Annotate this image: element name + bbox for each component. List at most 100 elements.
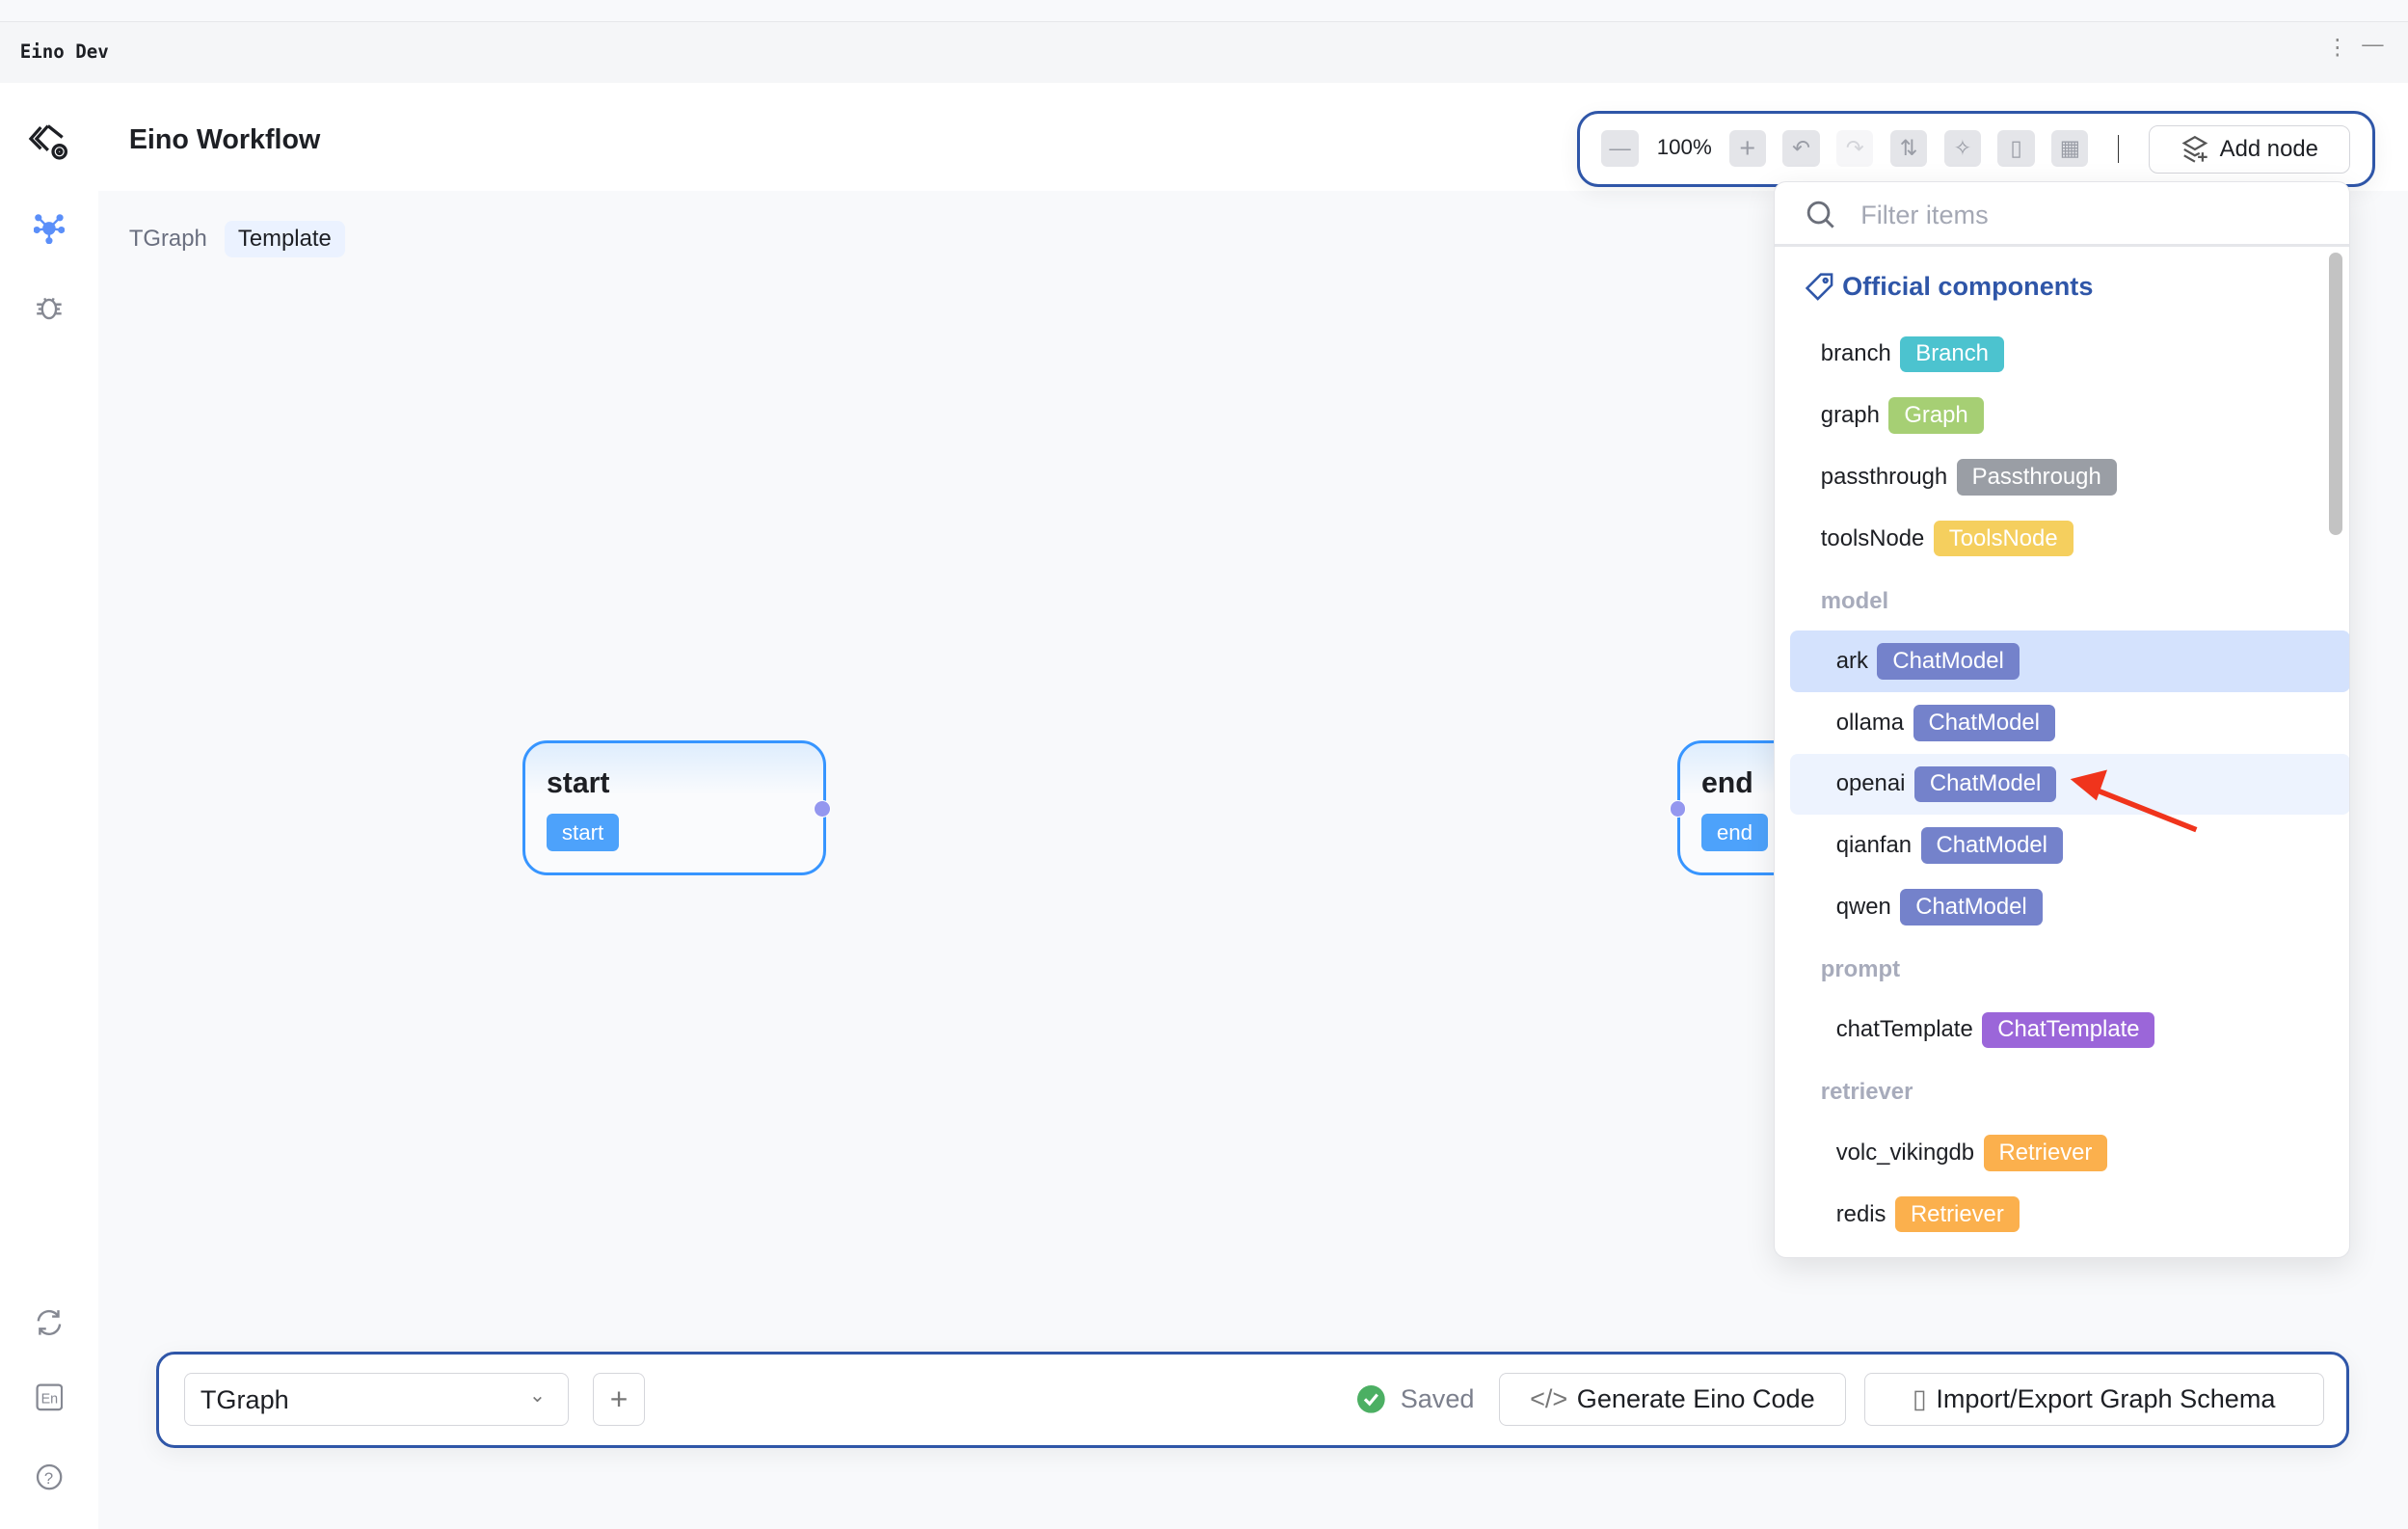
debug-bug-icon[interactable] xyxy=(28,285,71,329)
check-circle-icon xyxy=(1357,1384,1385,1413)
component-type-badge: Retriever xyxy=(1895,1195,2020,1233)
filter-input[interactable]: Filter items xyxy=(1775,182,2349,247)
layout-vertical-icon[interactable]: ⇅ xyxy=(1889,130,1928,168)
node-tag: start xyxy=(546,814,620,851)
component-item-ark[interactable]: ark ChatModel xyxy=(1789,630,2349,692)
save-status-text: Saved xyxy=(1400,1383,1475,1414)
search-icon xyxy=(1806,201,1834,228)
component-name: toolsNode xyxy=(1820,524,1925,551)
component-name: chatTemplate xyxy=(1835,1016,1973,1043)
section-official-components: Official components xyxy=(1805,271,2094,302)
component-type-badge: ChatTemplate xyxy=(1982,1011,2155,1049)
scrollbar[interactable] xyxy=(2329,253,2343,536)
component-item-volc_vikingdb[interactable]: volc_vikingdb Retriever xyxy=(1790,1122,2349,1184)
tag-icon xyxy=(1805,273,1833,301)
generate-code-label: Generate Eino Code xyxy=(1576,1383,1815,1414)
sync-icon[interactable] xyxy=(28,1301,71,1344)
canvas-toolbar: — 100% + ↶ ↷ ⇅ ✧ ▯ ▦ Add node xyxy=(1577,110,2376,187)
minimize-icon[interactable]: — xyxy=(2362,31,2384,56)
file-icon: ▯ xyxy=(1912,1383,1927,1414)
component-item-redis[interactable]: redis Retriever xyxy=(1790,1184,2349,1246)
component-item-ollama[interactable]: ollama ChatModel xyxy=(1790,692,2349,754)
component-item-chatTemplate[interactable]: chatTemplate ChatTemplate xyxy=(1790,1000,2349,1061)
component-type-badge: ChatModel xyxy=(1877,643,2020,680)
import-export-button[interactable]: ▯ Import/Export Graph Schema xyxy=(1863,1373,2324,1426)
breadcrumb-graph[interactable]: TGraph xyxy=(128,226,207,253)
component-type-badge: Graph xyxy=(1888,397,1984,434)
component-type-badge: ChatModel xyxy=(1913,765,2057,803)
component-item-passthrough[interactable]: passthrough Passthrough xyxy=(1790,446,2336,508)
graph-select[interactable]: TGraph ⌄ xyxy=(183,1373,569,1426)
magic-wand-icon[interactable]: ✧ xyxy=(1943,130,1981,168)
output-port[interactable] xyxy=(814,799,832,818)
component-item-graph[interactable]: graph Graph xyxy=(1790,385,2336,446)
undo-button[interactable]: ↶ xyxy=(1782,130,1820,168)
minimap-icon[interactable]: ▦ xyxy=(2051,130,2089,168)
layers-add-icon xyxy=(2181,136,2208,164)
component-name: branch xyxy=(1820,340,1891,367)
node-title: start xyxy=(546,767,610,800)
sidebar: En ? xyxy=(0,83,98,1529)
more-icon[interactable]: ⋮ xyxy=(2326,35,2348,60)
component-type-badge: ChatModel xyxy=(1920,827,2063,864)
zoom-out-button[interactable]: — xyxy=(1601,130,1639,168)
node-start[interactable]: start start xyxy=(522,739,832,875)
window-titlebar: Eino Dev ⋮ — xyxy=(0,21,2408,85)
import-export-label: Import/Export Graph Schema xyxy=(1936,1383,2276,1414)
code-icon: </> xyxy=(1530,1383,1568,1414)
component-name: qianfan xyxy=(1835,832,1913,859)
svg-text:En: En xyxy=(40,1392,58,1408)
filter-placeholder: Filter items xyxy=(1860,199,1989,229)
language-en-icon[interactable]: En xyxy=(28,1376,71,1419)
zoom-in-button[interactable]: + xyxy=(1728,130,1766,168)
component-type-badge: ChatModel xyxy=(1900,889,2043,925)
page-title: Eino Workflow xyxy=(128,124,321,156)
component-item-toolsNode[interactable]: toolsNode ToolsNode xyxy=(1790,508,2336,570)
component-type-badge: ToolsNode xyxy=(1933,520,2074,557)
generate-code-button[interactable]: </> Generate Eino Code xyxy=(1498,1373,1847,1426)
chevron-down-icon: ⌄ xyxy=(528,1383,547,1407)
component-type-badge: Branch xyxy=(1900,335,2004,373)
zoom-level: 100% xyxy=(1656,135,1712,159)
window-title: Eino Dev xyxy=(19,40,109,64)
input-port[interactable] xyxy=(1669,799,1687,818)
component-item-qwen[interactable]: qwen ChatModel xyxy=(1790,876,2349,938)
graph-select-value: TGraph xyxy=(200,1384,289,1415)
component-name: graph xyxy=(1820,402,1880,429)
section-title: Official components xyxy=(1842,271,2094,302)
add-node-dropdown: Filter items Official components branch B… xyxy=(1774,180,2350,1259)
category-prompt: prompt xyxy=(1820,955,1901,982)
component-name: volc_vikingdb xyxy=(1835,1139,1975,1166)
graph-nav-icon[interactable] xyxy=(28,207,71,251)
help-icon[interactable]: ? xyxy=(28,1456,71,1499)
component-item-branch[interactable]: branch Branch xyxy=(1790,324,2336,386)
save-status: Saved xyxy=(1357,1383,1474,1414)
add-node-label: Add node xyxy=(2219,136,2318,163)
mouse-icon[interactable]: ▯ xyxy=(1997,130,2035,168)
component-name: ollama xyxy=(1835,709,1905,736)
node-title: end xyxy=(1700,767,1753,800)
add-graph-button[interactable]: + xyxy=(592,1373,646,1426)
component-type-badge: ChatModel xyxy=(1913,704,2055,741)
bottom-action-bar: TGraph ⌄ + Saved </> Generate Eino Code … xyxy=(156,1351,2350,1448)
component-name: openai xyxy=(1835,770,1906,797)
breadcrumb-type-tag: Template xyxy=(224,221,346,257)
component-item-qianfan[interactable]: qianfan ChatModel xyxy=(1790,815,2349,876)
node-tag: end xyxy=(1700,814,1768,851)
component-type-badge: Passthrough xyxy=(1956,459,2117,496)
category-model: model xyxy=(1820,587,1889,614)
annotation-arrow-icon xyxy=(2070,769,2198,832)
component-type-badge: Retriever xyxy=(1983,1135,2108,1171)
component-item-openai[interactable]: openai ChatModel xyxy=(1789,753,2349,816)
add-node-button[interactable]: Add node xyxy=(2148,125,2350,174)
component-name: qwen xyxy=(1835,893,1891,920)
logo-icon xyxy=(28,120,71,163)
component-name: ark xyxy=(1835,648,1868,675)
component-name: redis xyxy=(1835,1200,1886,1227)
component-name: passthrough xyxy=(1820,463,1948,490)
toolbar-divider xyxy=(2117,135,2120,163)
category-retriever: retriever xyxy=(1820,1079,1913,1106)
redo-button[interactable]: ↷ xyxy=(1836,130,1874,168)
svg-text:?: ? xyxy=(44,1469,53,1488)
